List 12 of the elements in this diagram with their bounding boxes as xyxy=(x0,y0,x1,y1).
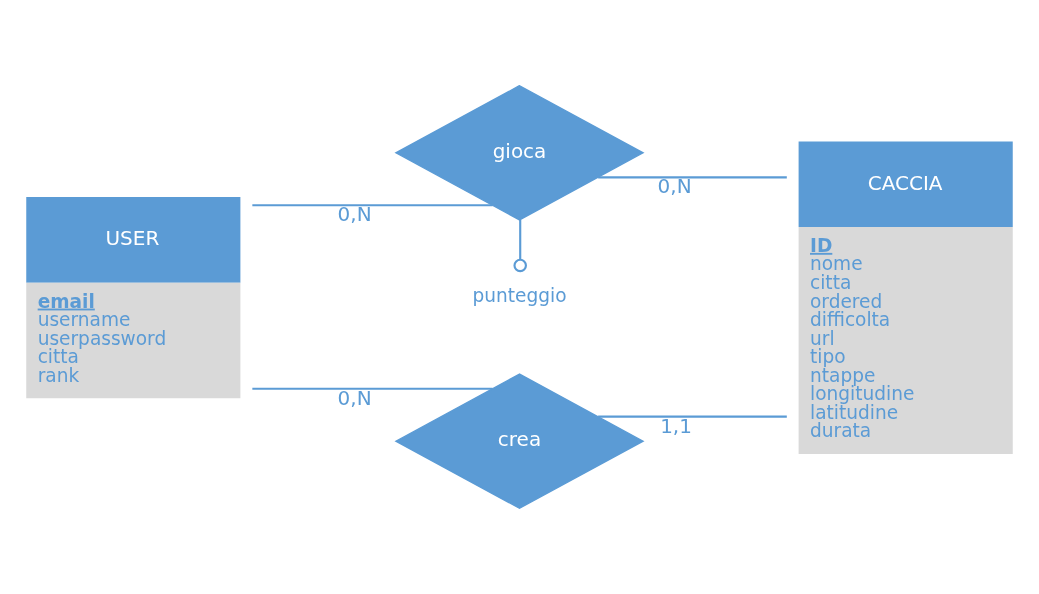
node-text: punteggio xyxy=(472,284,567,306)
node-diamond: gioca xyxy=(394,84,645,221)
connector xyxy=(513,219,527,273)
edge-label: 1,1 xyxy=(660,413,692,438)
edge-label: 0,N xyxy=(337,385,372,410)
connector xyxy=(598,415,787,418)
connector xyxy=(252,204,493,207)
node-diamond: crea xyxy=(394,373,645,510)
connector xyxy=(598,176,787,179)
connector xyxy=(252,387,493,390)
edge-label: 0,N xyxy=(337,202,372,227)
edge-label: 0,N xyxy=(657,174,692,199)
